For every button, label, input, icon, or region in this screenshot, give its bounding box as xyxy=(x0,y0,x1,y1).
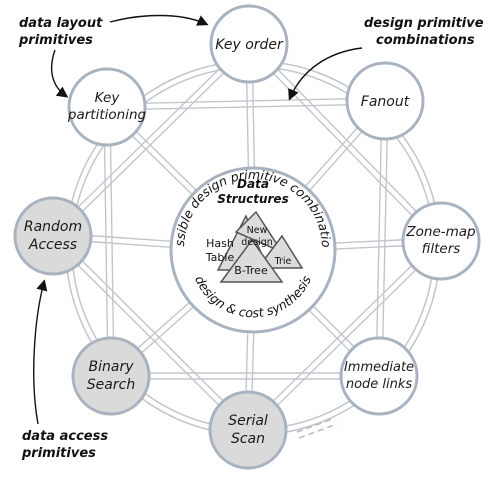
center-title-line: Structures xyxy=(217,192,288,206)
connection-line xyxy=(54,45,252,239)
node-label-line: Scan xyxy=(231,431,265,447)
annotation-line: data layout xyxy=(19,16,103,31)
connection-line xyxy=(54,233,251,429)
node-key-partitioning[interactable]: Key partitioning xyxy=(67,67,147,147)
node-serial-scan[interactable]: Serial Scan xyxy=(208,390,288,470)
node-circle xyxy=(67,67,147,147)
node-circle xyxy=(345,61,425,141)
primitive-nodes: Key order Fanout Zone-map filters Immedi… xyxy=(13,4,481,470)
node-zone-map-filters[interactable]: Zone-map filters xyxy=(401,201,481,281)
node-binary-search[interactable]: Binary Search xyxy=(71,336,151,416)
node-label-line: Binary xyxy=(89,359,135,375)
connection-line xyxy=(103,107,109,377)
annotation-line: primitives xyxy=(21,446,96,461)
connection-line xyxy=(50,41,248,235)
hash-table-label: Hash xyxy=(206,237,234,250)
node-label-line: Fanout xyxy=(361,94,410,110)
connection-line xyxy=(375,100,383,376)
arrow-to-random-access xyxy=(33,279,48,425)
arrow-to-key-partitioning xyxy=(51,49,69,98)
trie-label: Trie xyxy=(274,256,292,267)
node-circle xyxy=(71,336,151,416)
node-label-line: Search xyxy=(87,377,135,393)
connection-line xyxy=(246,45,440,244)
connection-line xyxy=(381,101,389,377)
node-label-line: Zone-map xyxy=(405,224,475,240)
annotation-line: primitives xyxy=(18,33,93,48)
node-label-line: Random xyxy=(24,219,82,235)
annotation-line: combinations xyxy=(376,33,475,48)
arrow-to-key-order xyxy=(109,14,209,26)
b-tree-triangle xyxy=(219,238,284,283)
annotation-data-layout-primitives: data layout primitives xyxy=(18,14,209,98)
new-design-label: New xyxy=(247,225,268,236)
connection-line xyxy=(249,242,444,433)
node-circle xyxy=(209,4,289,84)
node-label-line: Immediate xyxy=(344,360,414,375)
b-tree-label: B-Tree xyxy=(234,264,268,277)
arrow-to-combinations xyxy=(288,47,363,101)
new-design-triangle xyxy=(234,210,284,254)
connection-line xyxy=(250,41,444,240)
trie-triangle xyxy=(256,234,304,269)
connection-line xyxy=(107,103,386,111)
node-immediate-node-links[interactable]: Immediate node links xyxy=(339,336,419,416)
new-design-label: design xyxy=(241,237,273,248)
node-circle xyxy=(208,390,288,470)
node-key-order[interactable]: Key order xyxy=(209,4,289,84)
node-circle xyxy=(401,201,481,281)
annotation-design-primitive-combinations: design primitive combinations xyxy=(288,16,484,101)
node-label-line: Key xyxy=(95,90,121,106)
connection-line xyxy=(109,106,115,376)
annotation-line: design primitive xyxy=(364,16,484,31)
node-label-line: Access xyxy=(28,237,77,253)
connection-line xyxy=(106,97,385,105)
dashed-link xyxy=(296,417,338,439)
connection-line xyxy=(50,237,247,433)
node-circle xyxy=(339,336,419,416)
node-random-access[interactable]: Random Access xyxy=(13,196,93,276)
annotation-line: data access xyxy=(22,429,108,444)
node-label-line: Key order xyxy=(215,37,284,53)
center-title-line: Data xyxy=(237,177,269,191)
connection-line xyxy=(245,238,440,429)
node-circle xyxy=(13,196,93,276)
annotation-data-access-primitives: data access primitives xyxy=(21,279,108,461)
node-fanout[interactable]: Fanout xyxy=(345,61,425,141)
node-label-line: Serial xyxy=(228,413,268,429)
node-label-line: partitioning xyxy=(67,107,147,123)
node-label-line: filters xyxy=(422,241,461,257)
node-label-line: node links xyxy=(346,377,413,392)
hash-table-label: Table xyxy=(205,251,235,264)
